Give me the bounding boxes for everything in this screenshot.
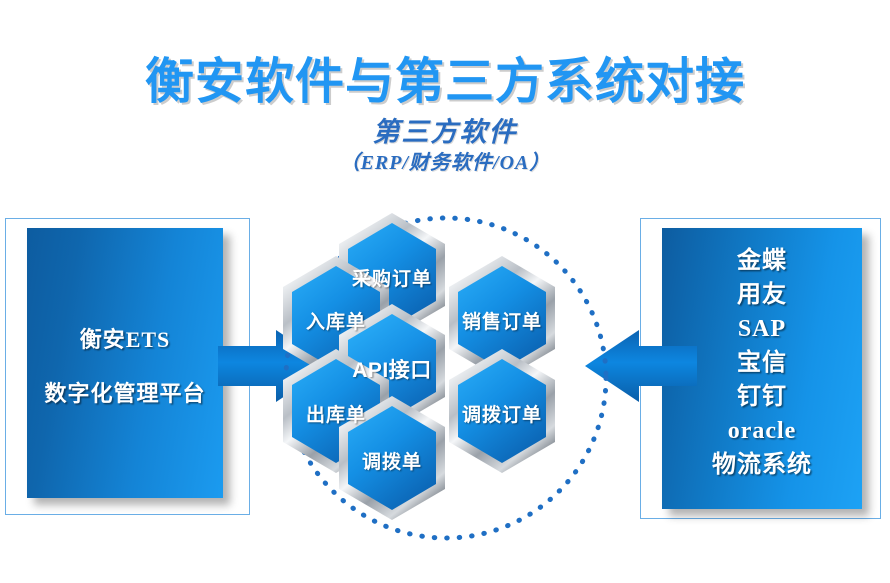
- third-party-system-item: 钉钉: [737, 384, 787, 410]
- third-party-system-item: 物流系统: [712, 452, 812, 478]
- third-party-system-item: oracle: [727, 418, 797, 444]
- third-party-system-item: 宝信: [737, 350, 787, 376]
- left-panel-line-1: 衡安ETS: [79, 327, 171, 352]
- left-panel-line-2: 数字化管理平台: [44, 381, 206, 406]
- hexagon-transfer-slip[interactable]: [339, 396, 445, 520]
- hexagon-cluster: 采购订单 入库单 销售订单 API接口 出库单 调拨订单 调拨单: [278, 206, 614, 546]
- page-subtitle: 第三方软件: [372, 117, 518, 147]
- page-subtitle-secondary: （ERP/财务软件/OA）: [339, 152, 551, 174]
- arrow-left-icon: [585, 330, 697, 402]
- third-party-system-item: 用友: [737, 282, 787, 308]
- hexagon-sales-order[interactable]: [449, 256, 555, 380]
- third-party-system-list: 金蝶用友 SAP 宝信钉钉 oracle 物流系统: [662, 244, 862, 482]
- left-panel[interactable]: 衡安ETS 数字化管理平台: [27, 228, 223, 498]
- third-party-system-item: 金蝶: [737, 248, 787, 274]
- page-title: 衡安软件与第三方系统对接: [144, 55, 745, 109]
- dotted-circle: [283, 215, 609, 541]
- hexagon-transfer-order[interactable]: [449, 349, 555, 473]
- third-party-system-item: SAP: [737, 316, 787, 342]
